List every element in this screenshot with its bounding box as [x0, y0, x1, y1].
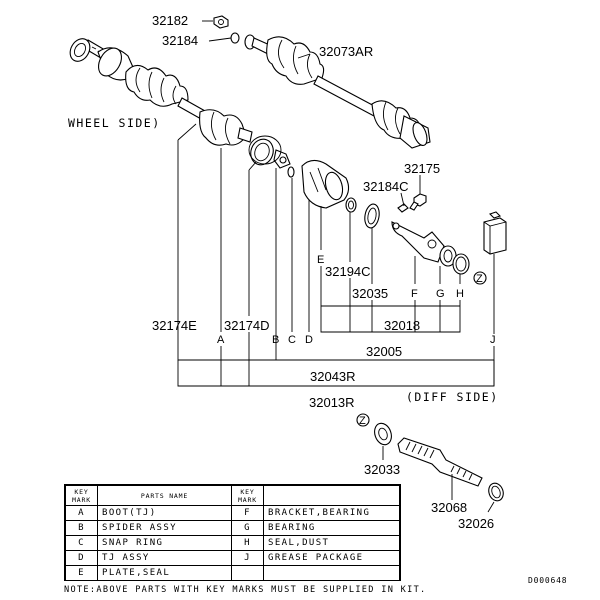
wheel-side-drive-shaft: [69, 38, 215, 125]
label-32194C: 32194C: [325, 264, 371, 279]
svg-text:Z: Z: [476, 273, 483, 285]
label-32174E: 32174E: [152, 318, 197, 333]
legend-key: G: [231, 520, 264, 536]
diagram-id: D000648: [528, 576, 568, 585]
part-number-labels: 32182 32184 32073AR 32175 32184C 32194C …: [152, 13, 494, 531]
washer-32184: [230, 32, 240, 44]
legend-part-name: [263, 565, 400, 581]
label-32026: 32026: [458, 516, 494, 531]
plate-seal: [345, 197, 357, 213]
legend-part-name: PLATE,SEAL: [97, 565, 232, 581]
spider-assy: [250, 138, 291, 169]
legend-part-name: SEAL,DUST: [263, 535, 400, 551]
nut-32182: [213, 15, 229, 29]
legend-row: D TJ ASSY J GREASE PACKAGE: [65, 550, 400, 566]
key-letter-g: G: [436, 288, 445, 300]
key-letter-b: B: [272, 334, 279, 346]
parts-name-header: PARTS NAME: [97, 485, 232, 506]
legend-row: E PLATE,SEAL: [65, 565, 400, 581]
legend-row: A BOOT(TJ) F BRACKET,BEARING: [65, 505, 400, 521]
key-letter-e: E: [317, 254, 324, 266]
tj-assy: [301, 159, 350, 209]
legend-part-name: BOOT(TJ): [97, 505, 232, 521]
shaft-32073AR: [244, 34, 431, 149]
label-32184C: 32184C: [363, 179, 409, 194]
ring-32026: [488, 482, 504, 502]
legend-part-name: SPIDER ASSY: [97, 520, 232, 536]
ring-32033: [374, 422, 392, 446]
bracket-bearing: [391, 221, 445, 263]
label-32005: 32005: [366, 344, 402, 359]
key-letter-h: H: [456, 288, 464, 300]
label-32073AR: 32073AR: [319, 44, 373, 59]
label-32182: 32182: [152, 13, 188, 28]
legend-key: J: [231, 550, 264, 566]
label-32043R: 32043R: [310, 369, 356, 384]
snap-ring: [287, 166, 295, 178]
wheel-side-label: WHEEL SIDE): [68, 116, 161, 130]
legend-row: C SNAP RING H SEAL,DUST: [65, 535, 400, 551]
label-32184: 32184: [162, 33, 198, 48]
key-mark-letters: A B C D E F G H J: [217, 254, 496, 346]
label-32013R: 32013R: [309, 395, 355, 410]
legend-key: [231, 565, 264, 581]
legend-key: C: [65, 535, 98, 551]
seal-dust: [452, 253, 470, 275]
legend-key: A: [65, 505, 98, 521]
legend-part-name: BEARING: [263, 520, 400, 536]
label-32018: 32018: [384, 318, 420, 333]
label-32068: 32068: [431, 500, 467, 515]
legend-key: B: [65, 520, 98, 536]
seal-ring-32035: [364, 203, 380, 229]
large-snap-ring: [248, 135, 282, 165]
key-letter-j: J: [490, 334, 496, 346]
legend-key: F: [231, 505, 264, 521]
boot-tj: [199, 109, 253, 146]
grease-package: [483, 211, 507, 255]
kit-note: NOTE:ABOVE PARTS WITH KEY MARKS MUST BE …: [64, 585, 427, 595]
legend-key: D: [65, 550, 98, 566]
parts-name-header-right: [263, 485, 400, 506]
legend-key: E: [65, 565, 98, 581]
diff-side-label: (DIFF SIDE): [406, 390, 499, 404]
washer-32184C: [397, 203, 409, 213]
z-mark-upper: Z: [473, 271, 487, 285]
legend-part-name: TJ ASSY: [97, 550, 232, 566]
bolt-32175: [409, 193, 427, 211]
key-letter-f: F: [411, 288, 418, 300]
label-32033: 32033: [364, 462, 400, 477]
label-32174D: 32174D: [224, 318, 270, 333]
legend-part-name: GREASE PACKAGE: [263, 550, 400, 566]
legend-row: B SPIDER ASSY G BEARING: [65, 520, 400, 536]
legend-part-name: SNAP RING: [97, 535, 232, 551]
shaft-32068: [397, 437, 483, 487]
svg-text:Z: Z: [359, 415, 366, 427]
z-mark-lower: Z: [356, 413, 370, 427]
key-letter-a: A: [217, 334, 225, 346]
label-32175: 32175: [404, 161, 440, 176]
leader-lines: [177, 20, 495, 513]
legend-key: H: [231, 535, 264, 551]
label-32035: 32035: [352, 286, 388, 301]
key-letter-c: C: [288, 334, 296, 346]
legend-part-name: BRACKET,BEARING: [263, 505, 400, 521]
key-letter-d: D: [305, 334, 313, 346]
